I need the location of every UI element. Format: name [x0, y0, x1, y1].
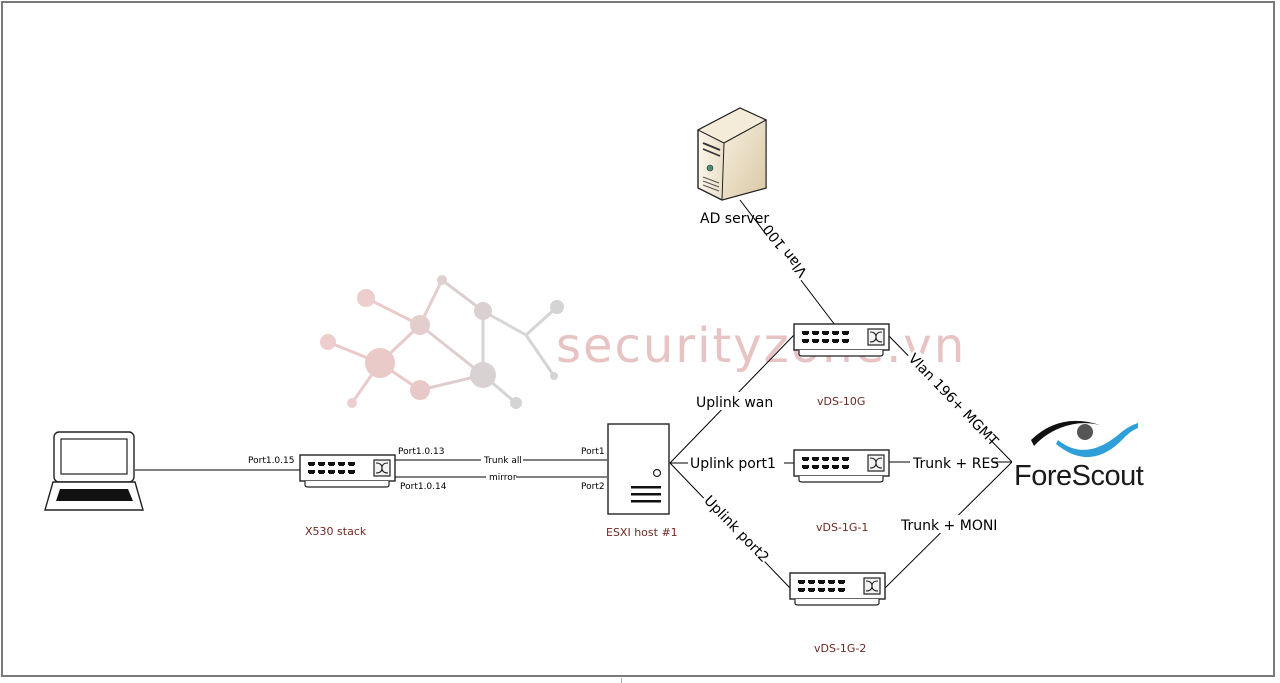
- forescout-logo[interactable]: ForeScout: [1012, 416, 1164, 500]
- port-label-1-0-14: Port1.0.14: [400, 482, 447, 492]
- port-label-port2: Port2: [581, 482, 605, 492]
- port-label-1-0-15: Port1.0.15: [248, 456, 294, 466]
- connection-lines: [135, 199, 1013, 589]
- device-label-vds-10g: vDS-10G: [817, 395, 865, 408]
- link-label-vlan100: Vlan 100: [760, 221, 811, 280]
- link-label-trunk-res: Trunk + RES: [912, 456, 999, 472]
- link-label-trunk-all: Trunk all: [483, 456, 522, 466]
- esxi-host-icon[interactable]: [607, 423, 670, 515]
- device-label-ad-server: AD server: [700, 211, 769, 227]
- ad-server-icon[interactable]: [696, 107, 768, 201]
- device-label-vds-1g-2: vDS-1G-2: [814, 642, 866, 655]
- link-label-trunk-moni: Trunk + MONI: [900, 518, 997, 534]
- vds-10g-switch-icon[interactable]: [793, 323, 890, 357]
- x530-switch-icon[interactable]: [299, 454, 396, 488]
- link-label-uplink-wan: Uplink wan: [696, 395, 773, 411]
- link-label-uplink-port1: Uplink port1: [690, 456, 776, 472]
- watermark-text: securityzone.vn: [556, 318, 966, 374]
- forescout-label: ForeScout: [1014, 460, 1144, 492]
- link-label-mirror: mirror: [489, 473, 517, 483]
- laptop-icon[interactable]: [44, 431, 144, 511]
- port-label-1-0-13: Port1.0.13: [398, 447, 444, 457]
- link-label-uplink-port2: Uplink port2: [701, 493, 772, 566]
- device-label-esxi: ESXI host #1: [606, 526, 678, 539]
- watermark-logo: [320, 275, 564, 409]
- page-tick: [621, 678, 622, 683]
- vds-1g-1-switch-icon[interactable]: [793, 449, 890, 483]
- device-label-vds-1g-1: vDS-1G-1: [816, 521, 868, 534]
- port-label-port1: Port1: [581, 447, 605, 457]
- vds-1g-2-switch-icon[interactable]: [789, 572, 886, 606]
- device-label-x530: X530 stack: [305, 525, 367, 538]
